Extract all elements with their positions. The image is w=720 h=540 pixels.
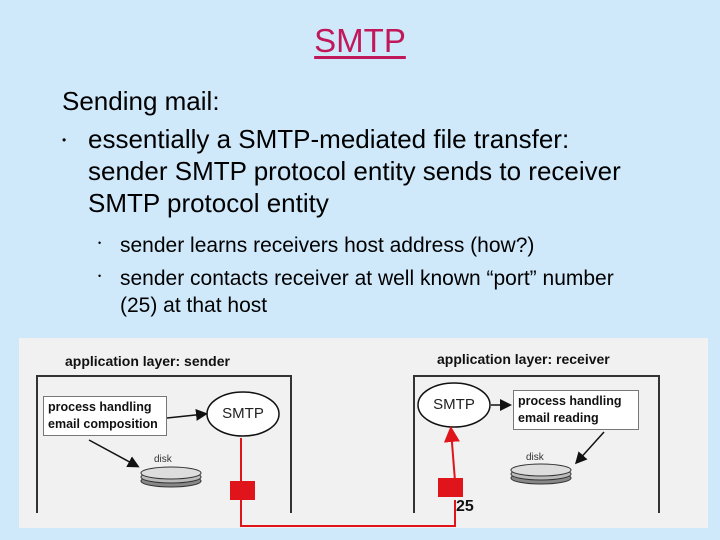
sub-bullet-marker: • [98, 238, 102, 248]
bullet-marker: • [62, 133, 67, 147]
main-bullet: essentially a SMTP-mediated file transfe… [88, 124, 621, 218]
sender-port-box [230, 481, 255, 500]
receiver-port-box [438, 478, 463, 497]
diagram-graphics [36, 375, 660, 527]
sender-process-box: process handling email composition [43, 396, 167, 436]
receiver-disk [510, 463, 572, 485]
sender-smtp-label: SMTP [222, 405, 264, 422]
sub-bullet-marker: • [98, 271, 102, 281]
sender-process-arrow [166, 408, 208, 421]
receiver-layer-label: application layer: receiver [437, 351, 610, 367]
receiver-disk-label: disk [526, 452, 544, 463]
receiver-socket-arrow [443, 426, 460, 482]
port-label: 25 [456, 498, 474, 515]
section-heading: Sending mail: [62, 86, 220, 116]
receiver-disk-arrow [574, 431, 605, 465]
sender-disk [140, 466, 202, 488]
sender-layer-label: application layer: sender [65, 353, 230, 369]
sender-frame [36, 375, 292, 513]
sender-disk-arrow [88, 439, 140, 468]
sub-bullet: sender contacts receiver at well known “… [120, 267, 614, 317]
slide-title: SMTP [314, 22, 406, 59]
sender-disk-label: disk [154, 454, 172, 465]
receiver-process-box: process handling email reading [513, 390, 639, 430]
smtp-diagram: application layer: sender application la… [19, 338, 708, 528]
receiver-frame [413, 375, 660, 513]
sub-bullet: sender learns receivers host address (ho… [120, 234, 535, 257]
receiver-smtp-label: SMTP [433, 396, 475, 413]
connection-line [240, 500, 456, 527]
